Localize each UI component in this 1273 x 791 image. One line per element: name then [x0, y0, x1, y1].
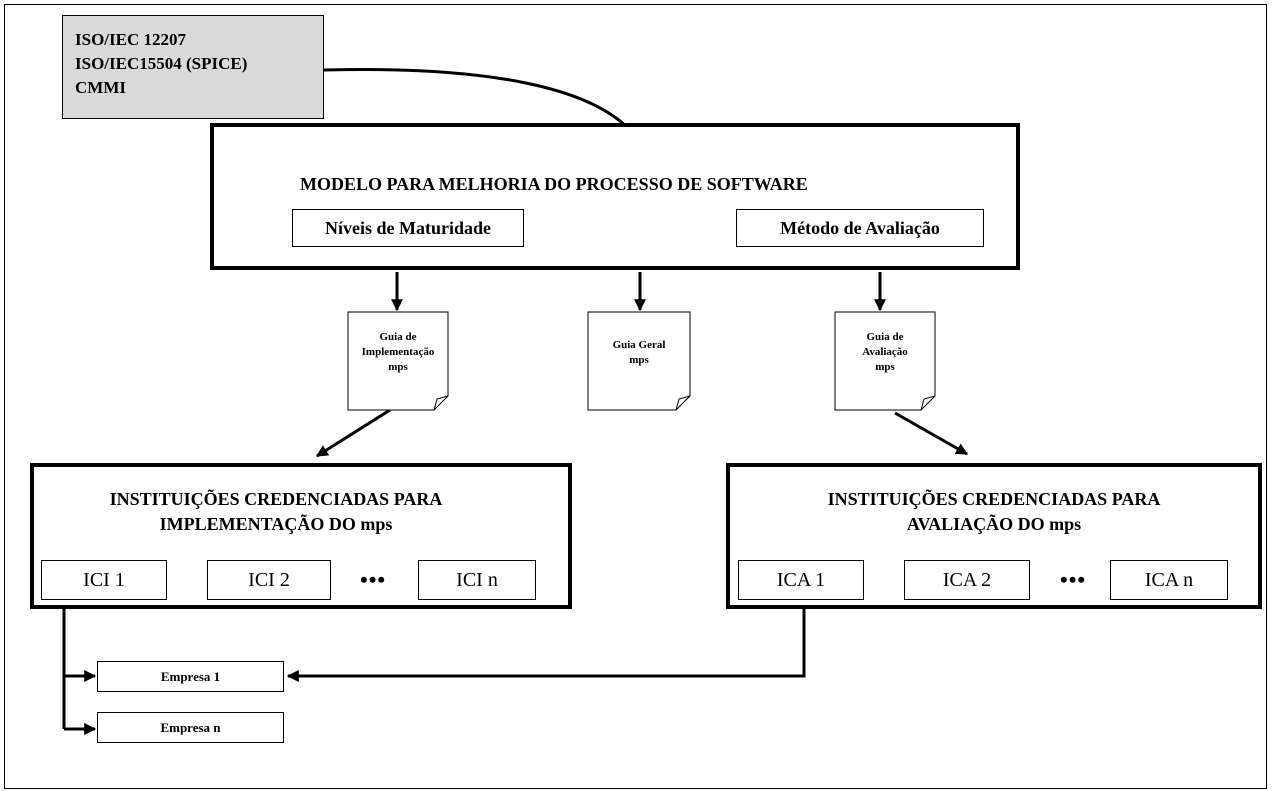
empresa-1-label: Empresa 1	[160, 668, 221, 684]
implementation-institutions-box: INSTITUIÇÕES CREDENCIADAS PARA IMPLEMENT…	[30, 463, 572, 609]
ica-1-label: ICA 1	[776, 568, 826, 591]
implementation-guide-document: Guia de Implementação mps	[348, 312, 448, 410]
assessment-guide-document: Guia de Avaliação mps	[835, 312, 935, 410]
ici-1-box: ICI 1	[41, 560, 167, 600]
assess-guide-to-ica-arrow	[894, 411, 969, 456]
ici-ellipsis: •••	[360, 567, 387, 592]
assess-guide-line-2: Avaliação	[862, 346, 908, 358]
model-title: MODELO PARA MELHORIA DO PROCESSO DE SOFT…	[300, 174, 808, 194]
general-guide-line-2: mps	[629, 354, 649, 366]
diagram-frame	[4, 4, 1267, 789]
empresa-1-box: Empresa 1	[97, 661, 284, 692]
ica-n-box: ICA n	[1110, 560, 1228, 600]
maturity-levels-box: Níveis de Maturidade	[292, 209, 524, 247]
assess-guide-document-shape	[834, 311, 936, 411]
impl-guide-to-ici-arrow	[315, 408, 391, 458]
ica-ellipsis: •••	[1060, 567, 1087, 592]
assess-guide-line-3: mps	[875, 361, 895, 373]
impl-guide-line-2: Implementação	[361, 346, 435, 358]
general-guide-document: Guia Geral mps	[588, 312, 690, 410]
assessment-institutions-box: INSTITUIÇÕES CREDENCIADAS PARA AVALIAÇÃO…	[726, 463, 1262, 609]
impl-guide-document-shape	[347, 311, 449, 411]
ici-2-label: ICI 2	[248, 568, 290, 591]
assessment-method-label: Método de Avaliação	[780, 217, 940, 238]
maturity-levels-label: Níveis de Maturidade	[325, 217, 491, 238]
assess-institutions-title-line-2: AVALIAÇÃO DO mps	[906, 514, 1082, 534]
impl-institutions-title-line-2: IMPLEMENTAÇÃO DO mps	[159, 514, 393, 534]
standard-iso-15504: ISO/IEC15504 (SPICE)	[75, 54, 248, 73]
empresa-n-box: Empresa n	[97, 712, 284, 743]
general-guide-line-1: Guia Geral	[612, 339, 666, 351]
ici-n-label: ICI n	[456, 568, 498, 591]
ica1-to-empresa1-arrow	[286, 599, 806, 682]
ica-2-box: ICA 2	[904, 560, 1030, 600]
model-box: MODELO PARA MELHORIA DO PROCESSO DE SOFT…	[210, 123, 1020, 270]
impl-institutions-title-line-1: INSTITUIÇÕES CREDENCIADAS PARA	[109, 489, 443, 509]
ici-2-box: ICI 2	[207, 560, 331, 600]
impl-guide-line-1: Guia de	[379, 331, 417, 343]
standard-cmmi: CMMI	[75, 78, 126, 97]
assess-institutions-title-line-1: INSTITUIÇÕES CREDENCIADAS PARA	[827, 489, 1161, 509]
empresa-n-label: Empresa n	[160, 719, 221, 735]
impl-guide-line-3: mps	[388, 361, 408, 373]
standard-iso-12207: ISO/IEC 12207	[75, 30, 186, 49]
assessment-method-box: Método de Avaliação	[736, 209, 984, 247]
ica-n-label: ICA n	[1144, 568, 1194, 591]
general-guide-document-shape	[587, 311, 691, 411]
ica-2-label: ICA 2	[942, 568, 992, 591]
ici-n-box: ICI n	[418, 560, 536, 600]
standards-box: ISO/IEC 12207 ISO/IEC15504 (SPICE) CMMI	[62, 15, 324, 119]
standards-to-model-arrow	[323, 68, 640, 141]
ici-1-label: ICI 1	[83, 568, 125, 591]
ica-1-box: ICA 1	[738, 560, 864, 600]
assess-guide-line-1: Guia de	[866, 331, 904, 343]
